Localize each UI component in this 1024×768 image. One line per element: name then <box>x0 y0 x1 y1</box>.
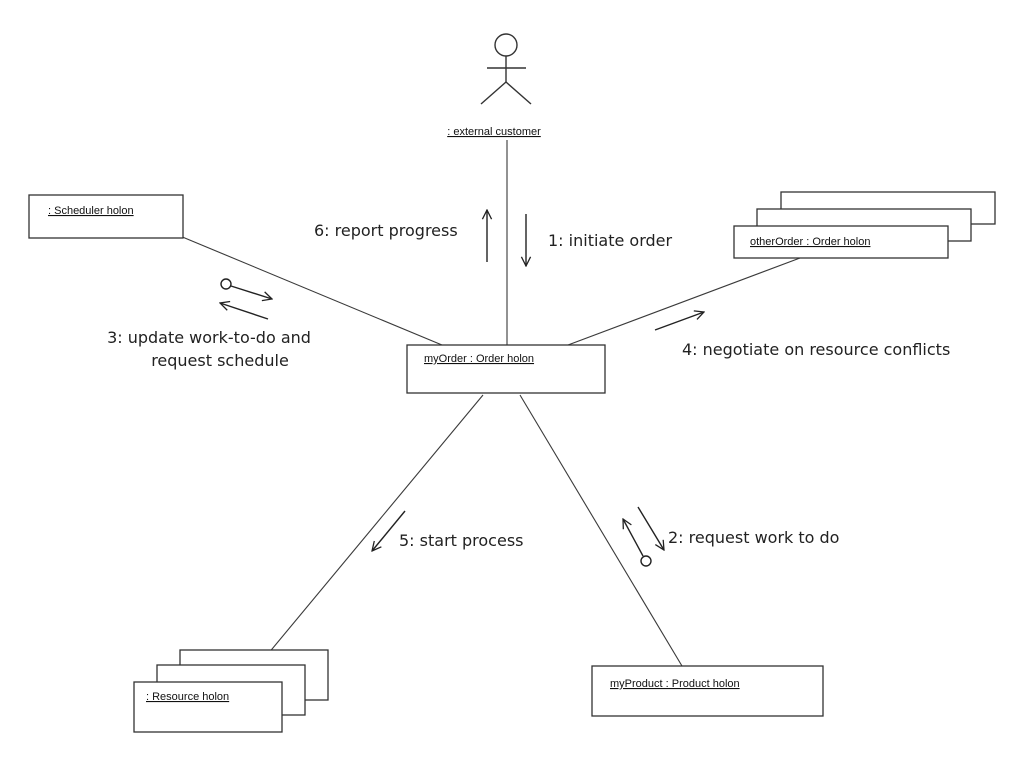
negotiate-arrow <box>654 312 704 331</box>
message-5-label: 5: start process <box>399 531 524 550</box>
other-order-front-rect <box>733 225 949 259</box>
request-schedule-return-arrow <box>220 303 269 320</box>
other-order-holon-stack[interactable]: otherOrder : Order holon <box>733 191 996 259</box>
resource-label: : Resource holon <box>146 691 229 703</box>
resource-holon-stack[interactable]: : Resource holon <box>133 649 329 733</box>
data-flow-circle-icon <box>220 278 232 290</box>
my-product-label: myProduct : Product holon <box>610 678 740 690</box>
link-order-resource <box>242 394 484 685</box>
message-3-label-line1: 3: update work-to-do and <box>107 328 311 347</box>
scheduler-holon-box[interactable]: : Scheduler holon <box>28 194 184 239</box>
message-6-label: 6: report progress <box>314 221 458 240</box>
my-order-label: myOrder : Order holon <box>424 353 534 365</box>
message-1-label: 1: initiate order <box>548 231 673 250</box>
message-4-label: 4: negotiate on resource conflicts <box>682 340 950 359</box>
link-order-product <box>519 394 683 667</box>
actor-head <box>494 33 518 57</box>
message-2-label: 2: request work to do <box>668 528 839 547</box>
my-order-rect <box>406 344 606 394</box>
request-work-return-line <box>623 519 644 557</box>
actor-left-leg <box>480 81 507 105</box>
actor-label: : external customer <box>447 126 541 138</box>
scheduler-label: : Scheduler holon <box>48 205 134 217</box>
start-process-arrow <box>372 510 406 551</box>
request-work-arrow <box>637 506 664 550</box>
update-work-forward-arrow <box>230 285 272 299</box>
my-product-holon-box[interactable]: myProduct : Product holon <box>591 665 824 717</box>
data-flow-circle-icon <box>640 555 652 567</box>
message-3-label-line2: request schedule <box>151 351 289 370</box>
actor-right-leg <box>505 81 532 105</box>
update-work-arrow <box>220 278 272 299</box>
request-work-return-arrow <box>623 519 652 567</box>
my-order-holon-box[interactable]: myOrder : Order holon <box>406 344 606 394</box>
my-product-rect <box>591 665 824 717</box>
resource-front-rect <box>133 681 283 733</box>
other-order-label: otherOrder : Order holon <box>750 236 870 248</box>
link-scheduler-order <box>179 235 443 346</box>
link-otherorder-order <box>567 257 801 346</box>
scheduler-rect <box>28 194 184 239</box>
external-customer-actor: : external customer <box>447 33 541 138</box>
